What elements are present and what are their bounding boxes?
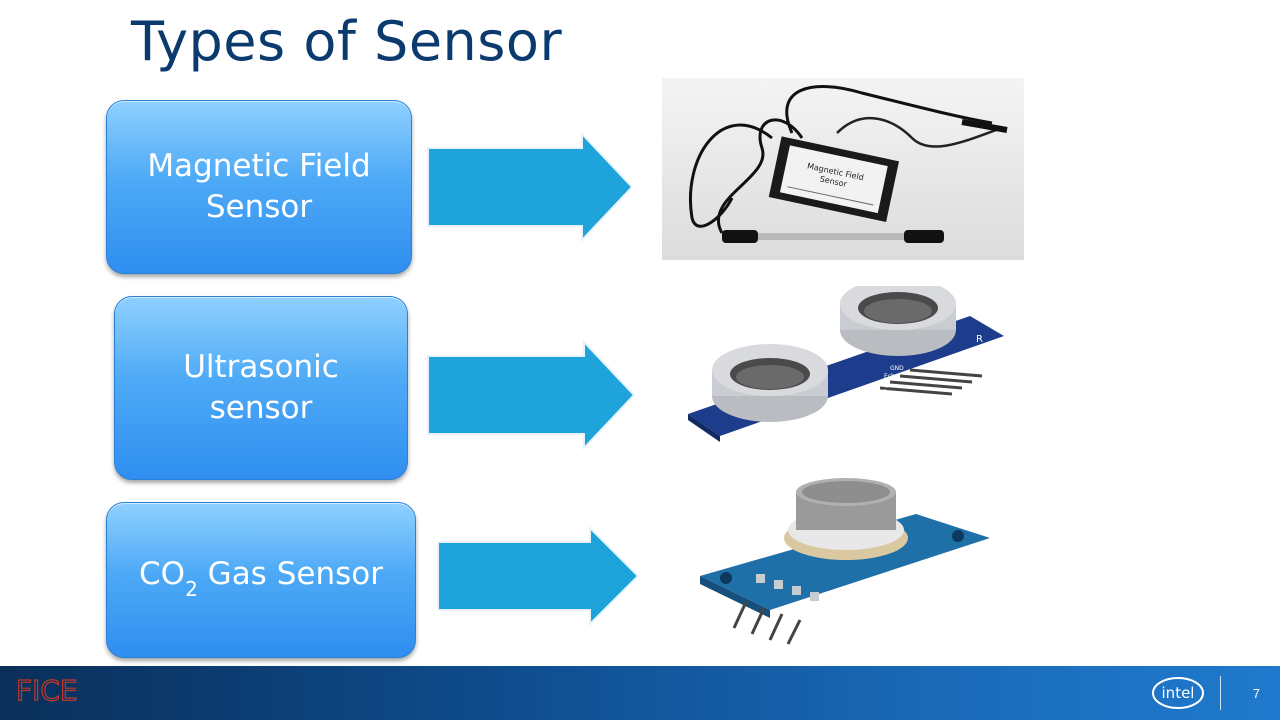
co2-gas-sensor-image bbox=[700, 478, 990, 645]
fice-logo: FICE bbox=[14, 673, 114, 713]
svg-text:intel: intel bbox=[1162, 684, 1195, 702]
box-label-line2: sensor bbox=[209, 390, 313, 426]
slide-title: Types of Sensor bbox=[131, 10, 563, 73]
ultrasonic-sensor-box: Ultrasonic sensor bbox=[114, 296, 408, 480]
footer-bar: FICE intel 7 bbox=[0, 666, 1280, 720]
intel-logo: intel bbox=[1150, 673, 1210, 718]
label-t: T bbox=[807, 428, 815, 439]
ultrasonic-sensor-image: VCC Trig Echo GND T R bbox=[688, 286, 1004, 442]
svg-text:FICE: FICE bbox=[16, 674, 78, 707]
arrow-right-icon bbox=[427, 340, 636, 450]
arrow-right-icon bbox=[427, 132, 634, 242]
arrow-right-icon bbox=[437, 526, 640, 626]
label-r: R bbox=[976, 334, 983, 345]
magnetic-field-sensor-image: Magnetic Field Sensor bbox=[662, 78, 1024, 260]
magnetic-field-sensor-box: Magnetic Field Sensor bbox=[106, 100, 412, 274]
pin-label-echo: Echo bbox=[884, 373, 899, 380]
pin-label-trig: Trig bbox=[877, 381, 889, 388]
box-label-line1: Ultrasonic bbox=[183, 349, 339, 385]
box-label: CO2 Gas Sensor bbox=[139, 556, 383, 601]
co2-gas-sensor-box: CO2 Gas Sensor bbox=[106, 502, 416, 658]
page-number: 7 bbox=[1252, 686, 1260, 701]
pin-label-gnd: GND bbox=[890, 365, 904, 372]
pin-label-vcc: VCC bbox=[874, 389, 886, 396]
footer-divider bbox=[1220, 676, 1221, 710]
box-label-line2: Sensor bbox=[205, 189, 313, 225]
box-label-line1: Magnetic Field bbox=[147, 148, 371, 184]
subscript-2: 2 bbox=[185, 576, 198, 601]
